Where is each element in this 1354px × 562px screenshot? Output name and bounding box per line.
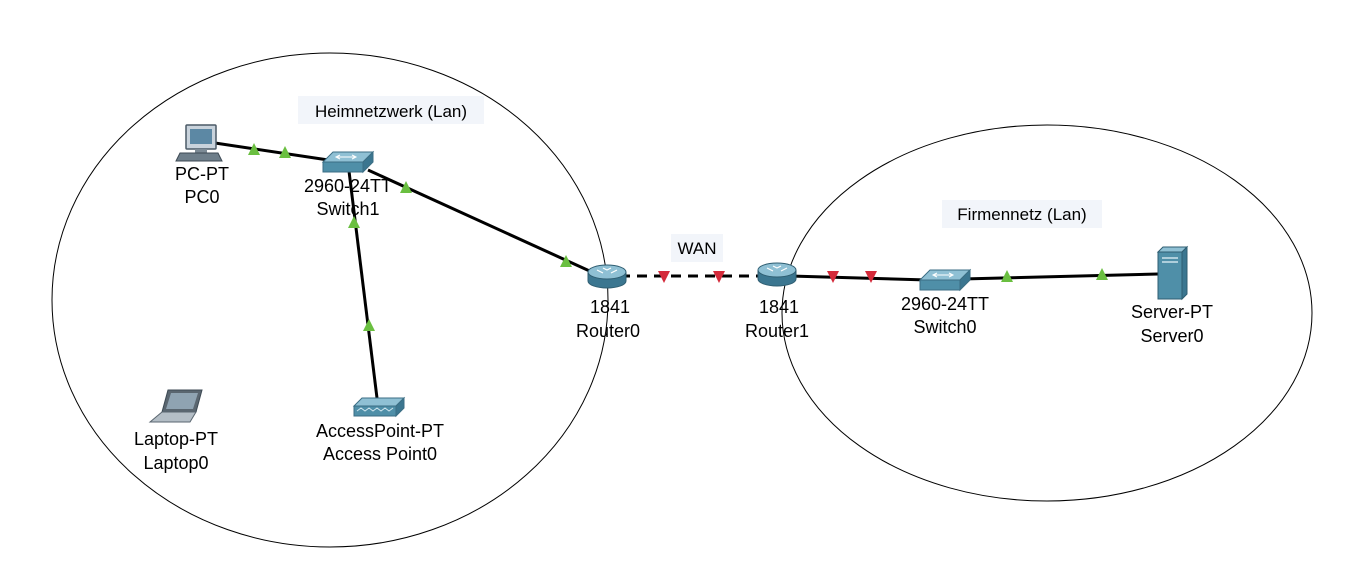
laptop-icon — [148, 389, 203, 423]
device-router1-model: 1841 — [759, 297, 799, 317]
device-switch1[interactable]: 2960-24TT Switch1 — [304, 150, 392, 219]
link-status-down-icon — [827, 271, 839, 283]
device-switch0[interactable]: 2960-24TT Switch0 — [901, 268, 989, 337]
link-status-up-icon — [279, 146, 291, 158]
link-status-up-icon — [1001, 270, 1013, 282]
router-icon — [757, 262, 797, 287]
link-status-down-icon — [865, 271, 877, 283]
access-point-icon — [352, 396, 406, 418]
link-switch0-server0[interactable] — [961, 272, 1159, 281]
area-company-label-bg — [942, 200, 1102, 228]
link-status-markers — [248, 143, 1108, 331]
switch-icon — [918, 268, 972, 292]
device-router1[interactable]: 1841 Router1 — [745, 262, 809, 341]
link-switch1-router0[interactable] — [367, 168, 595, 275]
device-router0-name: Router0 — [576, 321, 640, 341]
device-server0[interactable]: Server-PT Server0 — [1131, 245, 1213, 346]
switch-icon — [321, 150, 375, 174]
area-company-label: Firmennetz (Lan) — [957, 205, 1086, 224]
link-status-up-icon — [348, 216, 360, 228]
server-icon — [1156, 245, 1189, 301]
link-pc0-switch1[interactable] — [214, 141, 336, 163]
pc-icon — [175, 124, 223, 162]
device-pc0[interactable]: PC-PT PC0 — [175, 124, 229, 207]
area-company-lan — [781, 124, 1313, 502]
link-status-down-icon — [713, 271, 725, 283]
wan-label: WAN — [677, 239, 716, 258]
wan-label-bg — [671, 234, 723, 262]
device-access-point0[interactable]: AccessPoint-PT Access Point0 — [316, 396, 444, 464]
device-server0-model: Server-PT — [1131, 302, 1213, 322]
area-home-label: Heimnetzwerk (Lan) — [315, 102, 467, 121]
link-status-up-icon — [400, 181, 412, 193]
device-router1-name: Router1 — [745, 321, 809, 341]
device-switch1-name: Switch1 — [316, 199, 379, 219]
link-status-up-icon — [1096, 268, 1108, 280]
link-status-down-icon — [658, 271, 670, 283]
device-ap0-name: Access Point0 — [323, 444, 437, 464]
device-pc0-model: PC-PT — [175, 164, 229, 184]
device-laptop0-model: Laptop-PT — [134, 429, 218, 449]
link-switch1-ap0[interactable] — [346, 162, 379, 399]
device-switch0-model: 2960-24TT — [901, 294, 989, 314]
device-switch1-model: 2960-24TT — [304, 176, 392, 196]
device-laptop0-name: Laptop0 — [143, 453, 208, 473]
router-icon — [587, 264, 627, 289]
link-status-up-icon — [560, 255, 572, 267]
device-ap0-model: AccessPoint-PT — [316, 421, 444, 441]
device-router0-model: 1841 — [590, 297, 630, 317]
link-status-up-icon — [248, 143, 260, 155]
device-laptop0[interactable]: Laptop-PT Laptop0 — [134, 389, 218, 473]
device-pc0-name: PC0 — [184, 187, 219, 207]
area-home-lan — [51, 52, 609, 548]
device-server0-name: Server0 — [1140, 326, 1203, 346]
area-home-label-bg — [298, 96, 484, 124]
device-switch0-name: Switch0 — [913, 317, 976, 337]
device-router0[interactable]: 1841 Router0 — [576, 264, 640, 341]
link-status-up-icon — [363, 319, 375, 331]
link-router1-switch0[interactable] — [789, 274, 929, 282]
